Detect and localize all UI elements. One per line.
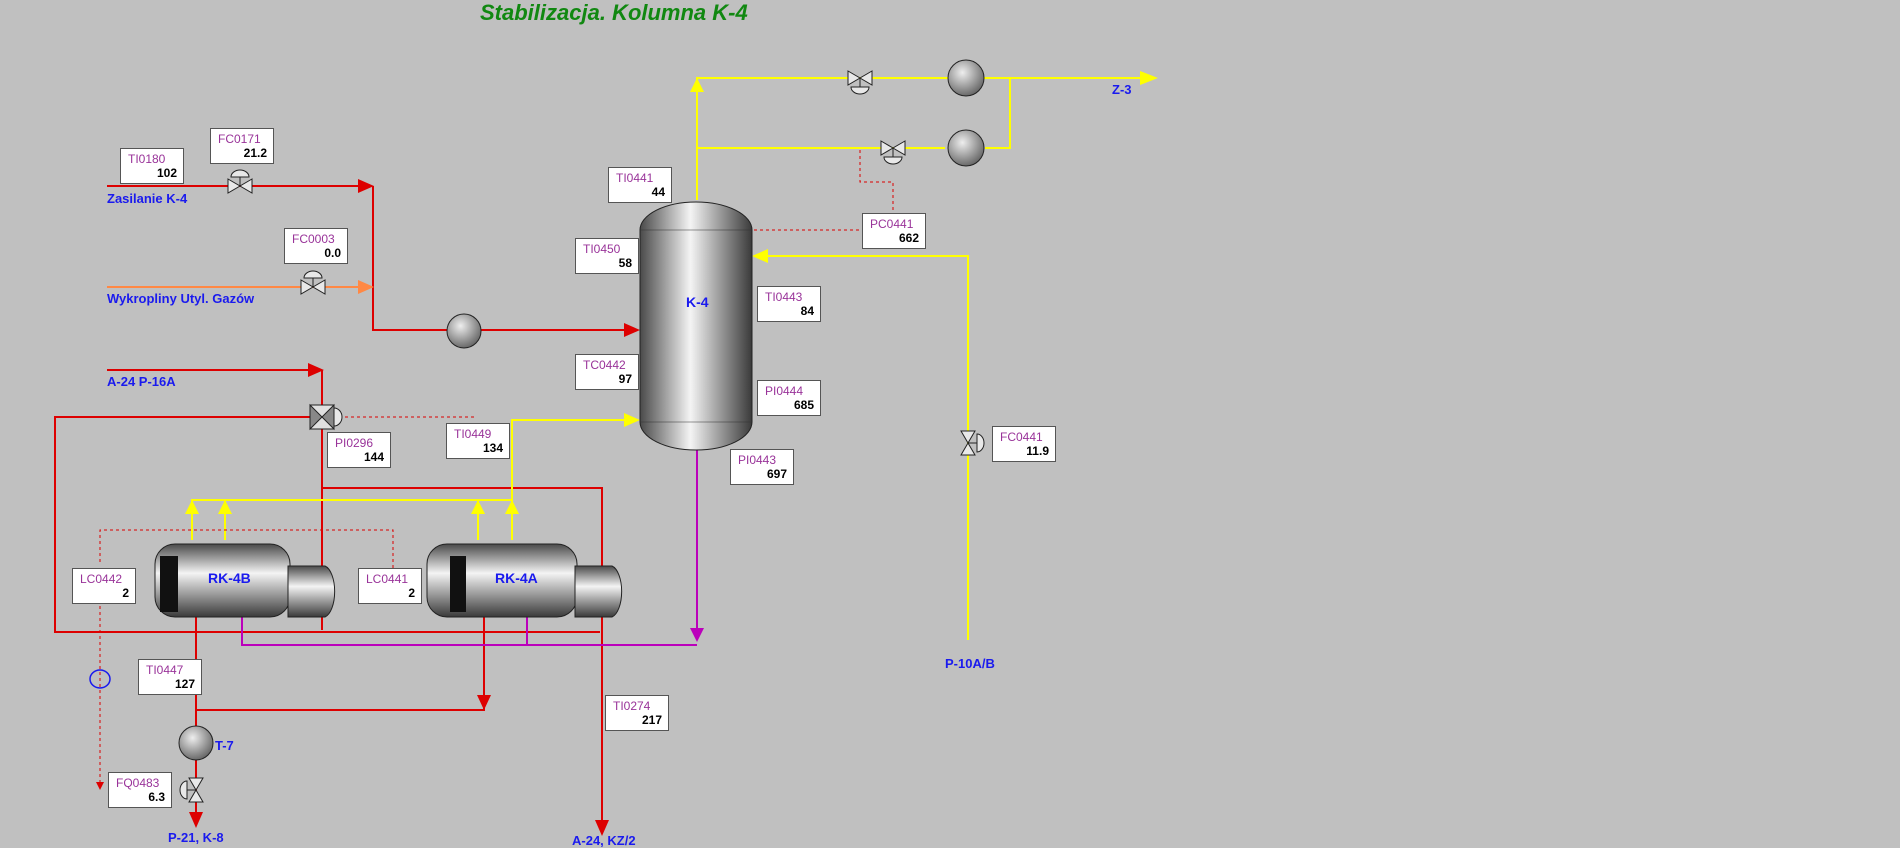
- stream-bottom-left-label: P-21, K-8: [168, 830, 224, 845]
- tag-value: 217: [641, 713, 662, 727]
- page-title: Stabilizacja. Kolumna K-4: [480, 0, 748, 25]
- cooler-1-icon[interactable]: [947, 59, 985, 97]
- reboiler-rk4b[interactable]: [154, 543, 336, 618]
- tag-name: TI0180: [128, 152, 166, 166]
- tag-pc0441[interactable]: PC0441 662: [862, 213, 926, 249]
- tag-name: LC0441: [366, 572, 409, 586]
- tag-value: 144: [363, 450, 384, 464]
- pump-label: T-7: [215, 738, 234, 753]
- valve-fc0441-icon[interactable]: [960, 430, 985, 456]
- tag-name: FC0003: [292, 232, 335, 246]
- tag-value: 662: [898, 231, 919, 245]
- tag-value: 84: [800, 304, 814, 318]
- tag-name: TI0274: [613, 699, 651, 713]
- tag-name: FC0171: [218, 132, 261, 146]
- tag-value: 2: [408, 586, 415, 600]
- cooler-2-icon[interactable]: [947, 129, 985, 167]
- tag-fc0171[interactable]: FC0171 21.2: [210, 128, 274, 164]
- pump-t7-icon[interactable]: [178, 725, 214, 761]
- tag-name: FC0441: [1000, 430, 1043, 444]
- tag-name: PC0441: [870, 217, 914, 231]
- tag-value: 11.9: [1026, 444, 1049, 458]
- tag-name: TI0441: [616, 171, 654, 185]
- tag-name: PI0444: [765, 384, 804, 398]
- tag-pi0444[interactable]: PI0444 685: [757, 380, 821, 416]
- tag-value: 6.3: [148, 790, 165, 804]
- tag-ti0441[interactable]: TI0441 44: [608, 167, 672, 203]
- tag-value: 97: [618, 372, 632, 386]
- valve-pc0441-top-icon[interactable]: [847, 70, 873, 95]
- tag-ti0450[interactable]: TI0450 58: [575, 238, 639, 274]
- tag-tc0442[interactable]: TC0442 97: [575, 354, 639, 390]
- valve-pc0441-bottom-icon[interactable]: [880, 140, 906, 165]
- tag-fc0003[interactable]: FC0003 0.0: [284, 228, 348, 264]
- tag-name: TC0442: [583, 358, 626, 372]
- valve-fc0003-icon[interactable]: [300, 270, 326, 295]
- tag-name: PI0443: [738, 453, 777, 467]
- tag-name: TI0449: [454, 427, 492, 441]
- tag-value: 134: [482, 441, 503, 455]
- reboiler-rk4a[interactable]: [426, 543, 623, 618]
- stream-a24-label: A-24 P-16A: [107, 374, 176, 389]
- signal-lines: [99, 150, 894, 790]
- tag-ti0449[interactable]: TI0449 134: [446, 423, 510, 459]
- stream-gas-label: Wykropliny Utyl. Gazów: [107, 291, 255, 306]
- three-way-valve-icon[interactable]: [309, 403, 343, 431]
- bottoms-line: [241, 448, 704, 646]
- tag-ti0180[interactable]: TI0180 102: [120, 148, 184, 184]
- tag-value: 127: [174, 677, 195, 691]
- valve-fc0171-icon[interactable]: [227, 169, 253, 194]
- tag-name: FQ0483: [116, 776, 160, 790]
- tag-value: 44: [651, 185, 665, 199]
- tag-name: LC0442: [80, 572, 123, 586]
- tag-value: 102: [156, 166, 177, 180]
- feed-pump-icon[interactable]: [446, 313, 482, 349]
- tag-lc0441[interactable]: LC0441 2: [358, 568, 422, 604]
- tag-value: 685: [793, 398, 814, 412]
- reboiler-b-label: RK-4B: [208, 570, 251, 586]
- column-k4[interactable]: [639, 201, 753, 451]
- stream-reflux-label: P-10A/B: [945, 656, 995, 671]
- tag-ti0447[interactable]: TI0447 127: [138, 659, 202, 695]
- level-indicator-icon: [89, 669, 111, 689]
- hot-lines: [54, 185, 632, 828]
- valve-fq0483-icon[interactable]: [179, 777, 204, 803]
- tag-pi0296[interactable]: PI0296 144: [327, 432, 391, 468]
- tag-value: 58: [618, 256, 632, 270]
- tag-value: 697: [766, 467, 787, 481]
- tag-value: 2: [122, 586, 129, 600]
- tag-value: 21.2: [243, 146, 267, 160]
- stream-overhead-label: Z-3: [1112, 82, 1132, 97]
- vapor-arrows: [185, 71, 1158, 514]
- column-label: K-4: [686, 294, 709, 310]
- tag-name: TI0447: [146, 663, 184, 677]
- tag-pi0443[interactable]: PI0443 697: [730, 449, 794, 485]
- tag-ti0274[interactable]: TI0274 217: [605, 695, 669, 731]
- tag-fq0483[interactable]: FQ0483 6.3: [108, 772, 172, 808]
- hot-arrows: [189, 179, 640, 836]
- tag-ti0443[interactable]: TI0443 84: [757, 286, 821, 322]
- tag-name: TI0450: [583, 242, 621, 256]
- tag-name: PI0296: [335, 436, 374, 450]
- reboiler-a-label: RK-4A: [495, 570, 538, 586]
- stream-feed-label: Zasilanie K-4: [107, 191, 188, 206]
- tag-fc0441[interactable]: FC0441 11.9: [992, 426, 1056, 462]
- tag-lc0442[interactable]: LC0442 2: [72, 568, 136, 604]
- tag-name: TI0443: [765, 290, 803, 304]
- tag-value: 0.0: [324, 246, 341, 260]
